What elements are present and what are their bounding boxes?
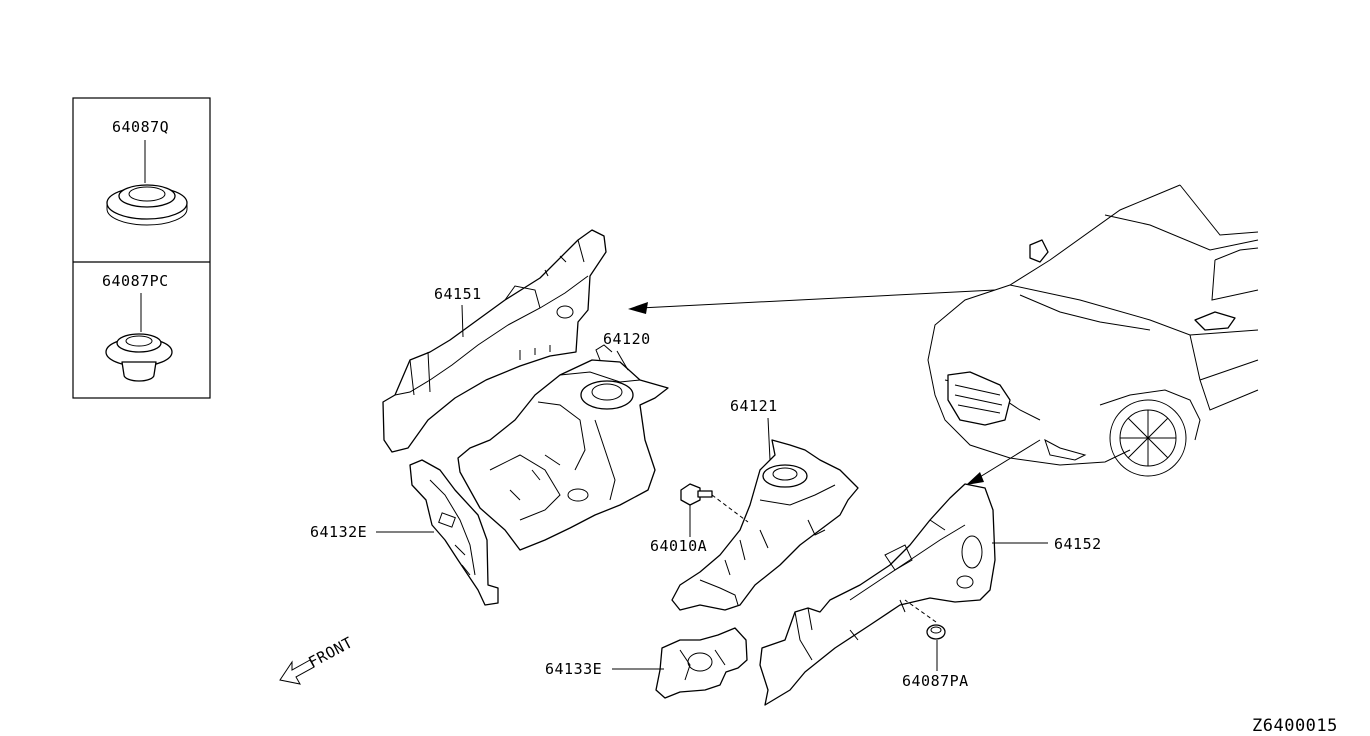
grommet-64087q — [106, 184, 188, 226]
part-64010a-bolt — [680, 483, 749, 523]
arrowhead-64152 — [966, 472, 984, 485]
inset-frame — [72, 97, 211, 399]
front-label: FRONT — [305, 633, 356, 671]
leader-64120 — [616, 350, 629, 371]
label-64120: 64120 — [603, 330, 651, 348]
diagram-id: Z6400015 — [1252, 716, 1338, 736]
label-64121: 64121 — [730, 397, 778, 415]
label-64132e: 64132E — [310, 523, 367, 541]
part-64133e-bracket — [655, 627, 748, 699]
label-64010a: 64010A — [650, 537, 707, 555]
grommet-inset: 64087Q 64087PC — [72, 97, 211, 399]
part-64152-hoodledge-lower — [759, 483, 996, 706]
front-arrow-icon — [279, 659, 315, 685]
part-64120-hoodledge — [457, 344, 669, 551]
arrow-to-64152 — [974, 439, 1041, 481]
leader-64121 — [767, 417, 771, 461]
callout-arrows — [628, 289, 1041, 485]
vehicle-illustration — [927, 184, 1259, 477]
grommet-64087pc — [105, 333, 173, 382]
arrow-to-64151 — [639, 289, 996, 309]
label-64087pc: 64087PC — [102, 272, 169, 290]
label-64151: 64151 — [434, 285, 482, 303]
label-64133e: 64133E — [545, 660, 602, 678]
label-64087q: 64087Q — [112, 118, 169, 136]
label-64087pa: 64087PA — [902, 672, 969, 690]
part-64087pa-grommet — [904, 599, 946, 640]
arrowhead-64151 — [628, 302, 648, 314]
part-64151-hoodledge-upper — [382, 229, 607, 453]
part-64132e-bracket — [409, 459, 499, 606]
part-64121-inner-apron — [671, 439, 859, 611]
leader-64151 — [461, 304, 464, 338]
label-64152: 64152 — [1054, 535, 1102, 553]
front-indicator: FRONT — [279, 633, 356, 685]
